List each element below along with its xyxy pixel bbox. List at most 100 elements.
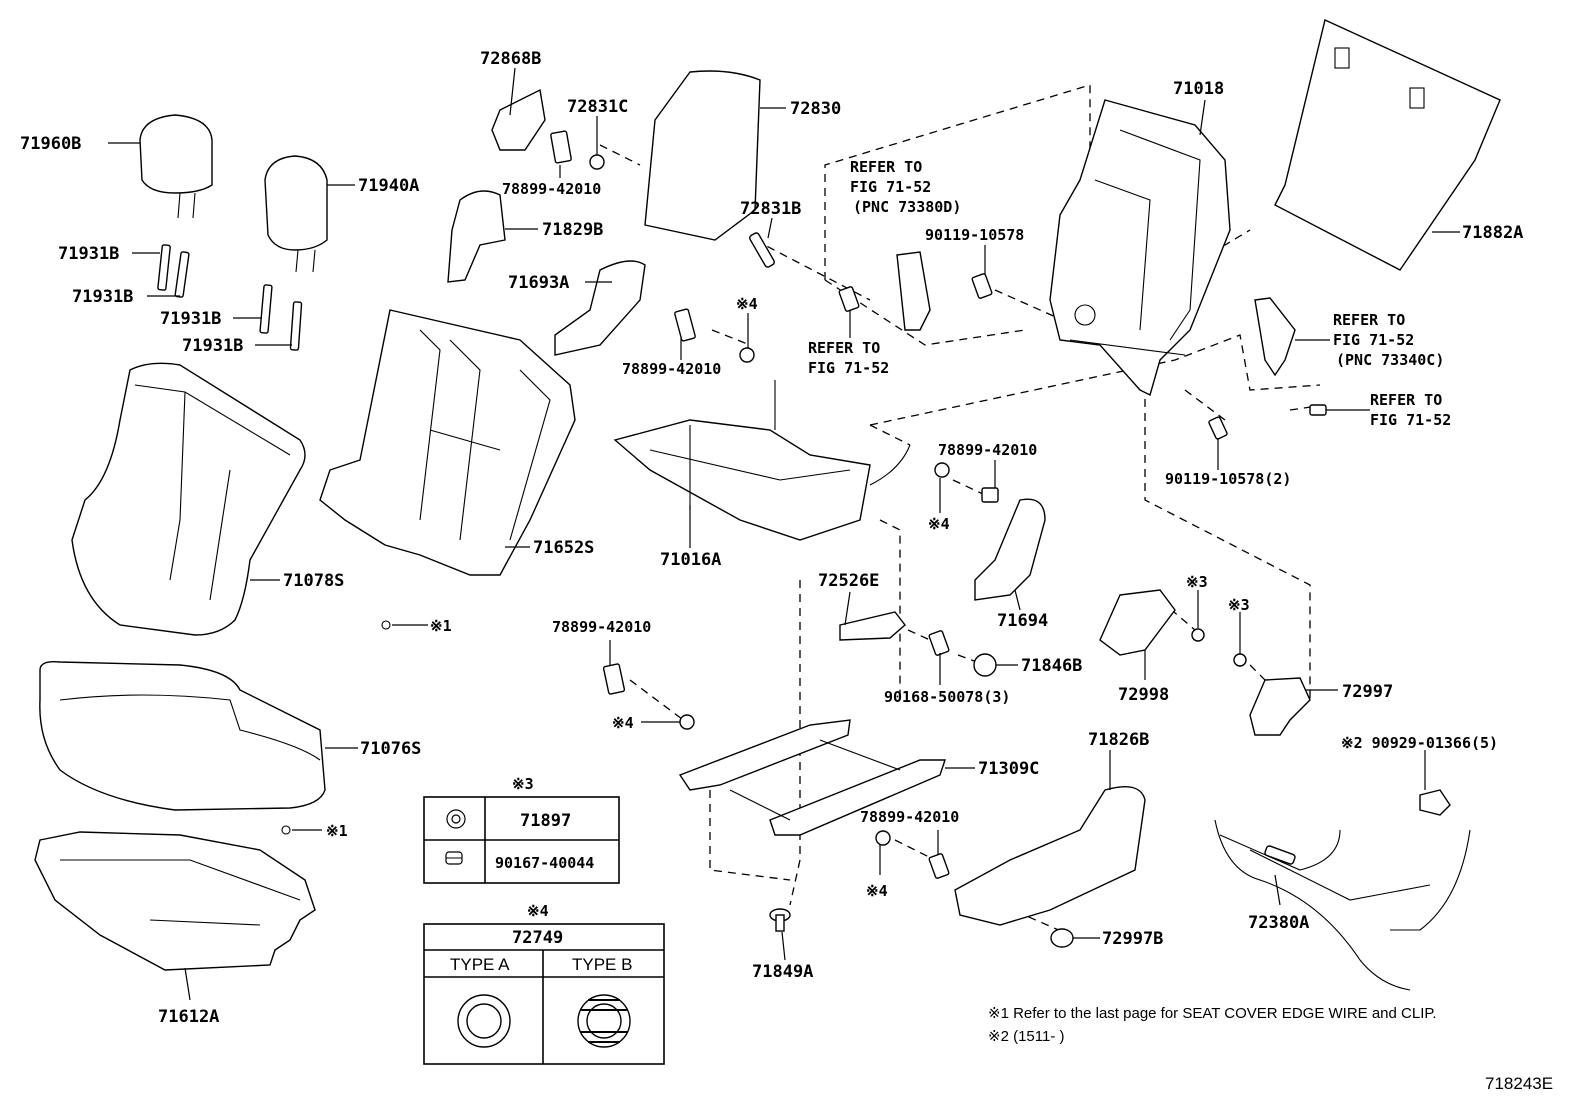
label-72997B: 72997B (1102, 929, 1163, 949)
label-72830: 72830 (790, 99, 841, 119)
label-refer3-line1: REFER TO (1333, 311, 1405, 329)
label-71931B-2: 71931B (72, 287, 133, 307)
label-mark4-d: ※4 (866, 882, 888, 900)
nut-type-b-icon (577, 994, 631, 1048)
nut-mark4-c (679, 714, 695, 730)
nut-type-a-icon (457, 994, 511, 1048)
label-refer1-line2: FIG 71-52 (850, 178, 931, 196)
clip-icon (446, 809, 466, 829)
label-71931B-3: 71931B (160, 309, 221, 329)
frame-71016A (613, 380, 911, 541)
seat-pad-cushion-71612A (34, 831, 316, 971)
table4-type-b: TYPE B (572, 955, 632, 974)
label-71652S: 71652S (533, 538, 594, 558)
label-78899-42010-e: 78899-42010 (860, 808, 959, 826)
lever-72526E (839, 611, 906, 641)
nut-mark4-a (739, 347, 755, 363)
label-71931B-4: 71931B (182, 336, 243, 356)
bolt-90168-50078 (928, 630, 950, 656)
headrest-71960B (139, 114, 213, 219)
label-refer1-line1: REFER TO (850, 158, 922, 176)
label-71846B: 71846B (1021, 656, 1082, 676)
label-72868B: 72868B (480, 49, 541, 69)
bolt-refer-fig71-52-b (1309, 404, 1327, 416)
headrest-guides-71931B (157, 244, 303, 351)
label-78899-42010-b: 78899-42010 (622, 360, 721, 378)
cover-72998 (1099, 589, 1176, 656)
footnotes: ※1 Refer to the last page for SEAT COVER… (988, 1005, 1553, 1093)
table4-title: ※4 (527, 902, 549, 920)
table3-title: ※3 (512, 775, 534, 793)
bracket-refer-73340C (1254, 297, 1296, 377)
clip-mark3-a (1191, 628, 1205, 642)
ring-71846B (973, 653, 997, 677)
label-71882A: 71882A (1462, 223, 1523, 243)
bolt-78899-d (602, 663, 626, 695)
label-71612A: 71612A (158, 1007, 219, 1027)
label-71849A: 71849A (752, 962, 813, 982)
bolt-90119-10578-2 (1208, 416, 1228, 440)
label-mark4-a: ※4 (736, 295, 758, 313)
label-72831C: 72831C (567, 97, 628, 117)
buckle-refer-73380D (896, 251, 931, 331)
label-refer2-line2: FIG 71-52 (808, 359, 889, 377)
label-71931B-1: 71931B (58, 244, 119, 264)
bracket-72868B (491, 88, 546, 151)
label-71076S: 71076S (360, 739, 421, 759)
table4-type-a: TYPE A (450, 955, 510, 974)
clip-90929-01366 (1419, 789, 1451, 816)
footnote-2: ※2 (1511- ) (988, 1028, 1065, 1045)
label-mark1-b: ※1 (326, 822, 348, 840)
bolt-78899-a (550, 130, 572, 164)
label-71940A: 71940A (358, 176, 419, 196)
label-71826B: 71826B (1088, 730, 1149, 750)
label-72998: 72998 (1118, 685, 1169, 705)
clip-71849A (769, 908, 791, 932)
label-71829B: 71829B (542, 220, 603, 240)
bracket-71693A (554, 260, 646, 356)
wire-clip-mark1-a (381, 620, 391, 630)
table3-row2: 90167-40044 (495, 854, 594, 872)
label-78899-42010-a: 78899-42010 (502, 180, 601, 198)
label-mark3-a: ※3 (1186, 573, 1208, 591)
label-refer1-line3: (PNC 73380D) (853, 198, 961, 216)
label-72831B: 72831B (740, 199, 801, 219)
label-90119-10578: 90119-10578 (925, 226, 1024, 244)
bolt-78899-c (981, 487, 999, 503)
label-mark1-a: ※1 (430, 617, 452, 635)
clip-mark3-b (1233, 653, 1247, 667)
seat-pad-back-71652S (319, 309, 576, 576)
seat-cover-back-71078S (71, 362, 306, 636)
label-refer2-line1: REFER TO (808, 339, 880, 357)
legend-table-mark4: ※4 72749 TYPE A TYPE B (423, 902, 665, 1065)
cap-72997B (1050, 928, 1074, 948)
label-71960B: 71960B (20, 134, 81, 154)
bolt-78899-b (674, 308, 696, 342)
wire-clip-mark1-b (281, 825, 291, 835)
label-refer3-line2: FIG 71-52 (1333, 331, 1414, 349)
board-71882A (1274, 19, 1501, 271)
label-90119-10578-2: 90119-10578(2) (1165, 470, 1291, 488)
bolt-refer-fig71-52 (838, 286, 860, 312)
label-78899-42010-d: 78899-42010 (552, 618, 651, 636)
bracket-71829B (447, 190, 506, 283)
cover-71694 (974, 498, 1046, 601)
label-72997: 72997 (1342, 682, 1393, 702)
seat-cover-cushion-71076S (39, 660, 326, 811)
board-72830 (644, 70, 761, 241)
label-mark3-b: ※3 (1228, 596, 1250, 614)
label-mark4-c: ※4 (612, 714, 634, 732)
diagram-id: 718243E (1485, 1074, 1553, 1093)
label-refer4-line2: FIG 71-52 (1370, 411, 1451, 429)
label-71309C: 71309C (978, 759, 1039, 779)
label-78899-42010-c: 78899-42010 (938, 441, 1037, 459)
rail-71309C (678, 719, 946, 836)
label-71016A: 71016A (660, 550, 721, 570)
label-71078S: 71078S (283, 571, 344, 591)
label-refer3-line3: (PNC 73340C) (1336, 351, 1444, 369)
label-72526E: 72526E (818, 571, 879, 591)
label-72380A: 72380A (1248, 913, 1309, 933)
legend-table-mark3: ※3 71897 90167-40044 (423, 775, 620, 884)
